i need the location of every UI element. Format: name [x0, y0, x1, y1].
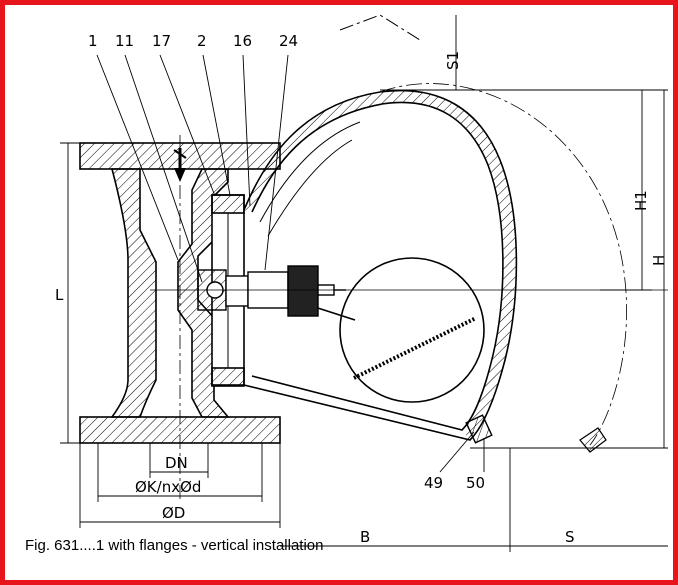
part-label-2: 2	[197, 32, 207, 50]
cover-top-swing	[339, 14, 421, 41]
dim-label-d: ØD	[162, 504, 185, 522]
dim-label-k: ØK/nxØd	[135, 478, 201, 496]
part-label-50: 50	[466, 474, 485, 492]
dim-label-b: B	[360, 528, 370, 546]
part-label-17: 17	[152, 32, 171, 50]
dim-label-s1: S1	[444, 51, 462, 70]
part-label-1: 1	[88, 32, 98, 50]
pilot-valve	[197, 265, 346, 317]
float-ball	[339, 257, 485, 403]
part-label-16: 16	[233, 32, 252, 50]
part-label-11: 11	[115, 32, 134, 50]
float-housing	[243, 89, 518, 441]
dim-label-dn: DN	[165, 454, 188, 472]
part-label-24: 24	[279, 32, 298, 50]
dim-label-h: H	[650, 255, 668, 266]
part-number-labels: 1 11 17 2 16 24 49 50	[88, 32, 485, 492]
flow-arrow	[173, 148, 187, 182]
dimension-lines	[60, 15, 668, 552]
dimension-labels: S1 H1 H L DN ØK/nxØd ØD B S	[55, 51, 668, 546]
figure-caption: Fig. 631....1 with flanges - vertical in…	[25, 537, 324, 554]
leader-lines	[96, 54, 485, 473]
valve-section-drawing: 1 11 17 2 16 24 49 50 S1 H1 H L DN ØK/nx…	[55, 14, 668, 552]
part-label-49: 49	[424, 474, 443, 492]
cover-swing-path	[379, 83, 627, 446]
dim-label-s: S	[565, 528, 575, 546]
dim-label-h1: H1	[632, 190, 650, 211]
dim-label-l: L	[55, 286, 64, 304]
